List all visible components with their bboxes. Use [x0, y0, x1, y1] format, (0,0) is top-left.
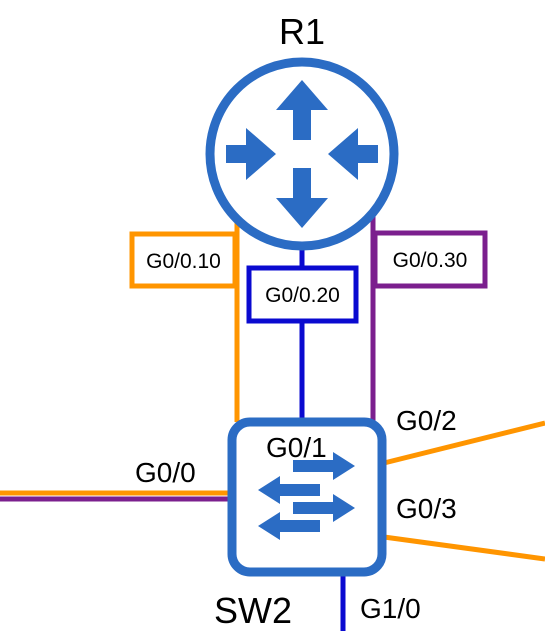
label-box-vlan20 [246, 265, 359, 324]
subinterface-labels: G0/0.10 G0/0.20 G0/0.30 [129, 230, 488, 324]
port-g0-1: G0/1 [266, 432, 327, 463]
router-icon [205, 57, 399, 251]
subinterface-g0-0-30: G0/0.30 [393, 249, 468, 272]
port-labels: G0/0 G0/1 G0/2 G0/3 G1/0 [135, 405, 457, 624]
label-box-vlan30 [372, 230, 488, 289]
port-g0-3: G0/3 [396, 493, 457, 524]
switch-name: SW2 [214, 590, 292, 631]
port-g0-0: G0/0 [135, 457, 196, 488]
switch-arrows [258, 452, 355, 540]
link-g0-3 [383, 534, 545, 562]
router-arrows [226, 80, 378, 228]
switch: SW2 [214, 417, 387, 631]
port-g0-2: G0/2 [396, 405, 457, 436]
subinterface-g0-0-10: G0/0.10 [146, 250, 221, 273]
link-g0-2 [383, 420, 545, 466]
router-name: R1 [279, 11, 325, 52]
router: R1 [205, 11, 399, 251]
label-box-vlan10 [129, 231, 238, 289]
subinterface-g0-0-20: G0/0.20 [265, 284, 340, 307]
port-g1-0: G1/0 [360, 593, 421, 624]
